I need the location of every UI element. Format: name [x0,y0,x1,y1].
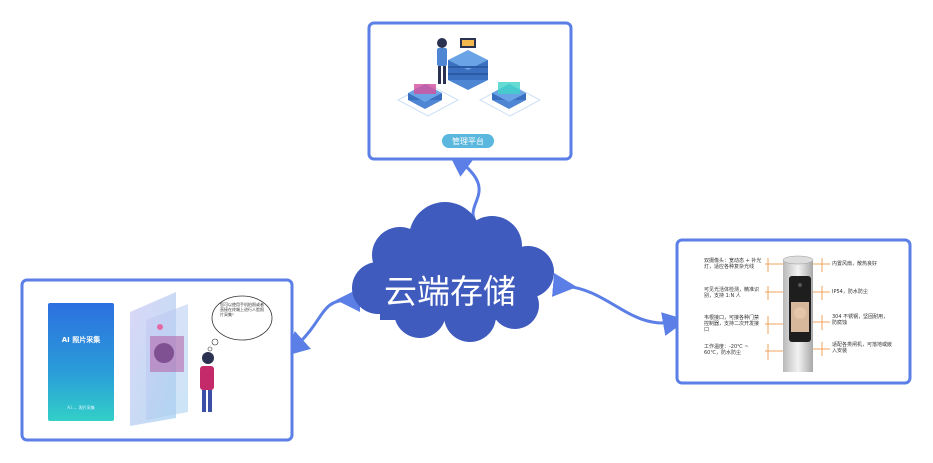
cloud-storage-shape [352,202,554,342]
speech-bubble [207,295,273,352]
feature-left-1: 双摄像头：宽动态 + 补光灯，适应各种复杂光线 [704,258,762,270]
management-panel [367,21,573,161]
feature-right-3: 304 不锈钢，坚固耐用，防腐蚀 [832,314,889,326]
management-platform-button[interactable] [442,134,494,148]
management-platform-label: 管理平台 [452,136,484,146]
feature-left-2: 可见光活体检测，精准识别，支持 1:N 人 [704,287,760,299]
face-scan-illustration [130,292,214,426]
feature-left-3: 韦根接口，可接各种门禁控制器，支持二次开发接口 [704,315,760,333]
phone-app-logo: AI 照片采集 [62,335,101,344]
face-recognition-terminal [782,255,814,372]
feature-right-4: 适配各类闸机，可落地或嵌入安装 [832,342,893,354]
feature-right-2: IP54，防水防尘 [832,289,868,295]
arrow-cloud-to-phone-panel [285,287,361,357]
feature-callout-lines [765,258,830,360]
cloud-storage-label: 云端存储 [384,272,516,311]
arrow-cloud-to-device-panel [551,272,687,336]
phone-app-footer: A.I.... 照片采集 [67,404,94,410]
speech-bubble-text: 您可以使用手机拍照或者直接在终端上进行人脸照片采集！ [220,302,264,317]
server-illustration [396,38,542,117]
feature-right-1: 内置风扇，散热良好 [832,261,878,267]
phone-screen [48,303,114,421]
feature-left-4: 工作温度：-20℃ ~ 60℃，防水防尘 [704,344,749,356]
